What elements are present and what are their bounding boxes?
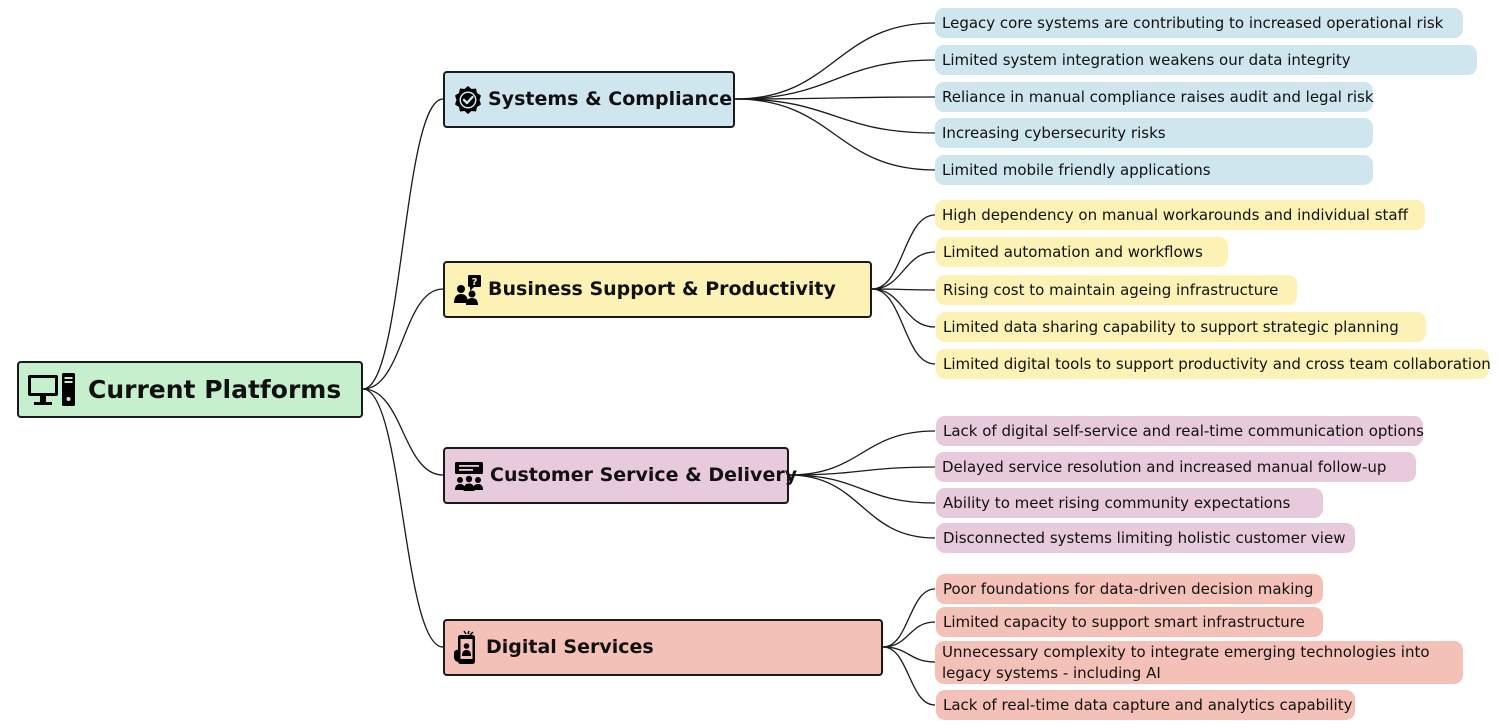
leaf-item[interactable]: Limited system integration weakens our d… (935, 45, 1477, 75)
computer-icon (26, 372, 78, 408)
branch-label: Business Support & Productivity (488, 278, 836, 300)
customer-group-icon (453, 460, 485, 492)
svg-text:?: ? (472, 277, 478, 288)
people-question-icon: ? (453, 274, 483, 306)
leaf-item[interactable]: Disconnected systems limiting holistic c… (936, 523, 1355, 553)
branch-systems-compliance[interactable]: Systems & Compliance (443, 71, 735, 128)
leaf-item[interactable]: Limited mobile friendly applications (935, 155, 1373, 185)
branch-leaf-connector (734, 59, 936, 100)
leaf-item[interactable]: Legacy core systems are contributing to … (935, 8, 1463, 38)
branch-leaf-connector (871, 288, 936, 365)
leaf-item[interactable]: Unnecessary complexity to integrate emer… (935, 641, 1463, 684)
leaf-item[interactable]: Lack of digital self-service and real-ti… (936, 416, 1424, 446)
branch-leaf-connector (871, 288, 936, 328)
leaf-item[interactable]: Poor foundations for data-driven decisio… (936, 574, 1323, 604)
leaf-item[interactable]: Rising cost to maintain ageing infrastru… (936, 275, 1297, 305)
branch-leaf-connector (734, 98, 936, 134)
leaf-item[interactable]: Limited automation and workflows (936, 237, 1228, 267)
branch-customer-service[interactable]: Customer Service & Delivery (443, 447, 797, 504)
branch-leaf-connector (871, 251, 936, 290)
leaf-item[interactable]: Lack of real-time data capture and analy… (936, 690, 1355, 720)
leaf-item[interactable]: Limited capacity to support smart infras… (936, 607, 1323, 637)
root-label: Current Platforms (88, 375, 342, 404)
branch-leaf-connector (734, 22, 936, 100)
branch-leaf-connector (734, 98, 936, 171)
branch-business-support[interactable]: ? Business Support & Productivity (443, 261, 872, 318)
branch-leaf-connector (882, 646, 936, 663)
leaf-item[interactable]: Limited data sharing capability to suppo… (936, 312, 1426, 342)
branch-leaf-connector (882, 588, 936, 648)
mobile-user-icon (453, 630, 481, 666)
root-branch-connector (362, 388, 444, 476)
check-badge-icon (453, 85, 483, 115)
branch-leaf-connector (882, 621, 936, 648)
branch-leaf-connector (788, 474, 936, 539)
leaf-item[interactable]: Delayed service resolution and increased… (935, 452, 1416, 482)
leaf-item[interactable]: High dependency on manual workarounds an… (935, 200, 1425, 230)
leaf-item[interactable]: Reliance in manual compliance raises aud… (935, 82, 1374, 112)
root-node[interactable]: Current Platforms (17, 361, 363, 418)
leaf-item[interactable]: Limited digital tools to support product… (936, 349, 1491, 379)
branch-leaf-connector (871, 288, 936, 291)
leaf-item[interactable]: Increasing cybersecurity risks (935, 118, 1373, 148)
branch-leaf-connector (734, 96, 936, 100)
branch-digital-services[interactable]: Digital Services (443, 619, 883, 676)
branch-leaf-connector (871, 214, 936, 290)
branch-leaf-connector (788, 466, 936, 476)
root-branch-connector (362, 388, 444, 648)
branch-label: Systems & Compliance (488, 88, 733, 110)
branch-label: Digital Services (486, 636, 654, 658)
branch-label: Customer Service & Delivery (490, 464, 798, 486)
branch-leaf-connector (788, 430, 936, 476)
root-branch-connector (362, 288, 444, 390)
branch-leaf-connector (882, 646, 936, 706)
leaf-item[interactable]: Ability to meet rising community expecta… (936, 488, 1323, 518)
branch-leaf-connector (788, 474, 936, 504)
root-branch-connector (362, 98, 444, 390)
